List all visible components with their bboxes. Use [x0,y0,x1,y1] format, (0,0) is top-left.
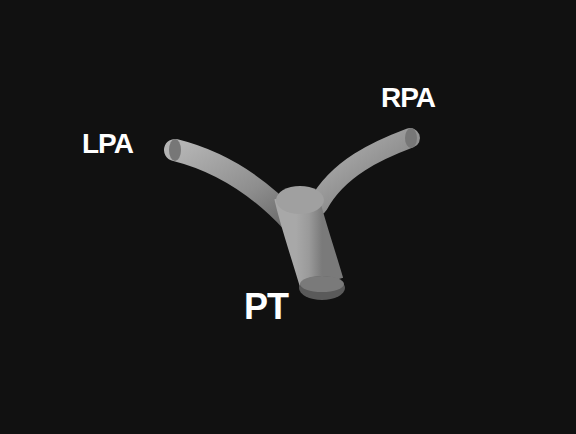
vessel-label: RPA [381,84,435,112]
lpa-end [169,139,181,161]
vessel-label: LPA [82,130,133,158]
trunk-opening [299,276,345,300]
rpa-end [405,128,417,148]
bifurcation [276,186,324,214]
vessel-label: PT [244,289,288,325]
trunk-rim [300,276,344,292]
right-pulmonary-artery [318,138,410,205]
left-pulmonary-artery [175,150,292,222]
